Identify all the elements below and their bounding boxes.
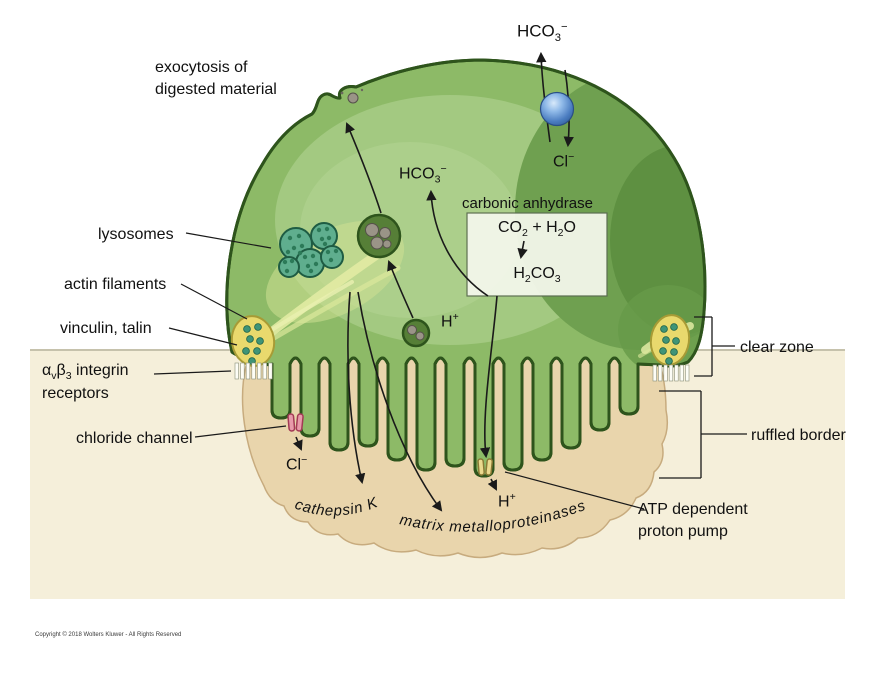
arrow-exocytosis <box>345 122 382 214</box>
arrow-vesicle-transport <box>387 260 414 319</box>
arrow-mmp-secretion <box>357 291 443 512</box>
arrow-hco3-efflux <box>536 51 551 143</box>
cl-secreted-label: Cl− <box>286 454 308 474</box>
integrin-stripes-right <box>652 364 690 382</box>
flow-arrows <box>345 122 528 512</box>
pointer-proton-pump <box>504 471 645 510</box>
arrow-cl-secreted <box>293 436 303 451</box>
bracket-ruffled-border <box>659 390 747 479</box>
exocytosis-debris <box>340 88 364 104</box>
carbonic-anhydrase-label: carbonic anhydrase <box>462 195 593 212</box>
cl-influx-label: Cl− <box>553 151 575 171</box>
chloride-channel-label: chloride channel <box>76 430 193 447</box>
pointer-actin-filaments <box>180 283 248 320</box>
arrow-h-to-pump <box>479 295 498 459</box>
digestive-vesicle-large <box>356 213 402 259</box>
lysosomes-label: lysosomes <box>98 226 174 243</box>
brackets <box>659 316 747 479</box>
co2-h2o-formula: CO2 + H2O <box>498 219 576 240</box>
bicarbonate-chloride-exchanger <box>536 51 575 148</box>
integrin-stripes-left <box>234 362 273 380</box>
exchanger-sphere-icon <box>539 91 575 127</box>
pointer-vinculin-talin <box>168 327 238 346</box>
integrin-receptors-label: αvβ3 integrin receptors <box>42 362 129 403</box>
clear-zone-left <box>230 315 276 367</box>
ruffled-border-label: ruffled border <box>751 427 846 444</box>
copyright-text: Copyright © 2018 Wolters Kluwer - All Ri… <box>35 632 182 638</box>
hco3-efflux-label: HCO3− <box>517 21 568 45</box>
h-secreted-label: H+ <box>498 491 516 511</box>
h2co3-formula: H2CO3 <box>513 265 561 286</box>
hco3-cytosol-label: HCO3− <box>399 163 447 186</box>
arrow-cathepsin-secretion <box>347 291 366 485</box>
pointer-lines <box>153 232 645 510</box>
bracket-clear-zone <box>694 316 735 377</box>
arrow-reaction <box>517 240 528 260</box>
pointer-lysosomes <box>185 232 272 249</box>
lysosome-cluster <box>278 222 344 278</box>
chloride-channel-icon <box>287 413 304 432</box>
pointer-integrin <box>153 370 232 375</box>
vinculin-talin-label: vinculin, talin <box>60 320 152 337</box>
proton-pump-icon <box>477 458 494 476</box>
actin-filaments-label: actin filaments <box>64 276 167 293</box>
pointer-chloride-channel <box>194 425 287 438</box>
digestive-vesicle-small <box>401 318 431 348</box>
carbonic-anhydrase-box <box>466 212 608 297</box>
arrow-hco3-cytosol <box>426 189 489 297</box>
h-cytosol-label: H+ <box>441 311 459 331</box>
arrow-h-secreted <box>487 478 497 491</box>
clear-zone-label: clear zone <box>740 339 814 356</box>
